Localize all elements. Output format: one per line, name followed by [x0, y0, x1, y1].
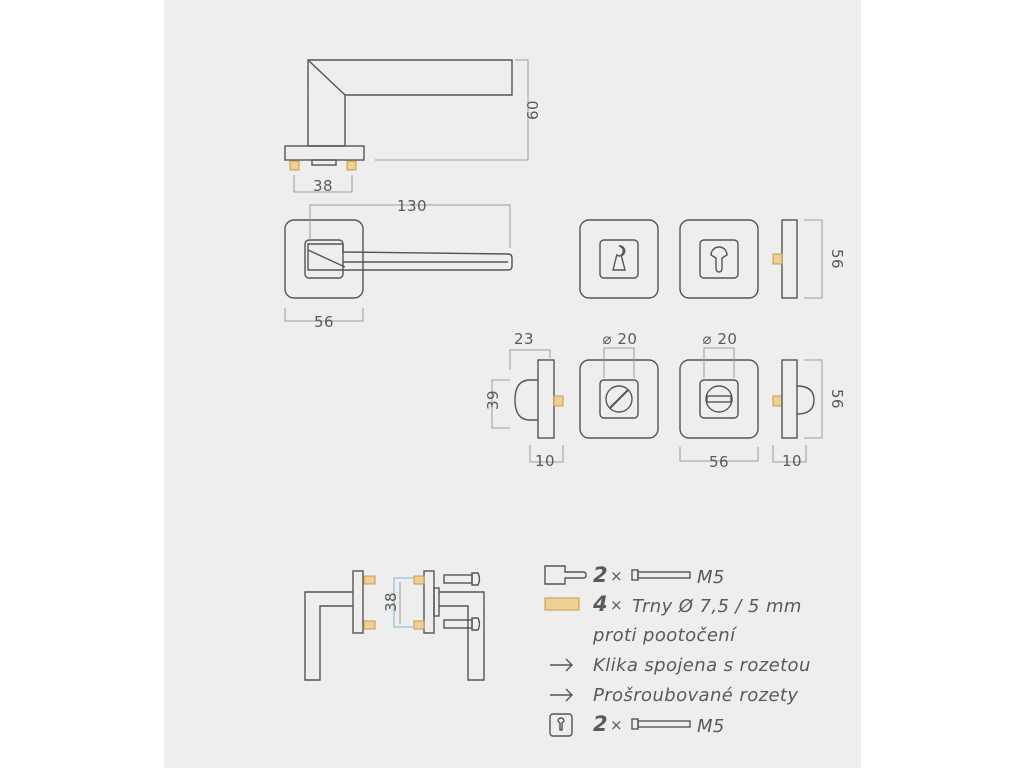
dim-side-height: 60 [524, 100, 542, 120]
pin-icon [544, 597, 580, 611]
screw-m5-icon-1 [631, 569, 691, 581]
legend [544, 565, 691, 737]
legend-row4-text: Prošroubované rozety [593, 685, 798, 706]
legend-row5-count: 2 [593, 712, 608, 736]
dim-assembly-distance: 38 [382, 592, 400, 612]
dim-thickness-left: 10 [535, 452, 555, 470]
lever-rosette-icon [544, 565, 587, 585]
legend-row5-text: M5 [697, 716, 725, 737]
bit-key-rosette [579, 219, 659, 299]
dim-knob-depth: 23 [514, 330, 534, 348]
cylinder-rosette [679, 219, 759, 299]
assembly-diagram [304, 570, 485, 681]
legend-row5-times: × [610, 716, 623, 734]
dim-wc-rosette-width: 56 [709, 453, 729, 471]
dim-lever-length: 130 [397, 197, 427, 215]
dim-key-height: 56 [828, 249, 846, 269]
legend-row2-times: × [610, 596, 623, 614]
dim-button-diameter-1: ⌀ 20 [603, 330, 638, 348]
legend-row1-text: M5 [697, 567, 725, 588]
dim-spindle-distance: 38 [313, 177, 333, 195]
legend-row2-count: 4 [592, 592, 608, 616]
dim-button-diameter-2: ⌀ 20 [703, 330, 738, 348]
legend-row1-count: 2 [593, 563, 608, 587]
wc-rosette-side-view [772, 359, 823, 463]
wc-indicator-rosette [679, 347, 759, 462]
key-rosette-side-view [772, 219, 823, 299]
wc-knob-side-view [491, 349, 564, 463]
drawing-sheet [164, 0, 861, 768]
lever-front-view [284, 204, 513, 322]
dim-wc-height: 56 [828, 389, 846, 409]
arrow-icon-1 [550, 658, 573, 672]
cylinder-rosette-icon [549, 713, 573, 737]
lever-side-view [284, 59, 529, 193]
legend-row1-times: × [610, 567, 623, 585]
dim-knob-diameter: 39 [484, 390, 502, 410]
wc-turn-rosette [579, 347, 659, 439]
screw-m5-icon-2 [631, 718, 691, 730]
legend-row2-text-cont: proti pootočení [592, 625, 738, 646]
legend-row3-text: Klika spojena s rozetou [593, 655, 811, 676]
dim-thickness-right: 10 [782, 452, 802, 470]
dim-rosette-width: 56 [314, 313, 334, 331]
legend-row2-text: Trny Ø 7,5 / 5 mm [632, 596, 802, 617]
arrow-icon-2 [550, 688, 573, 702]
